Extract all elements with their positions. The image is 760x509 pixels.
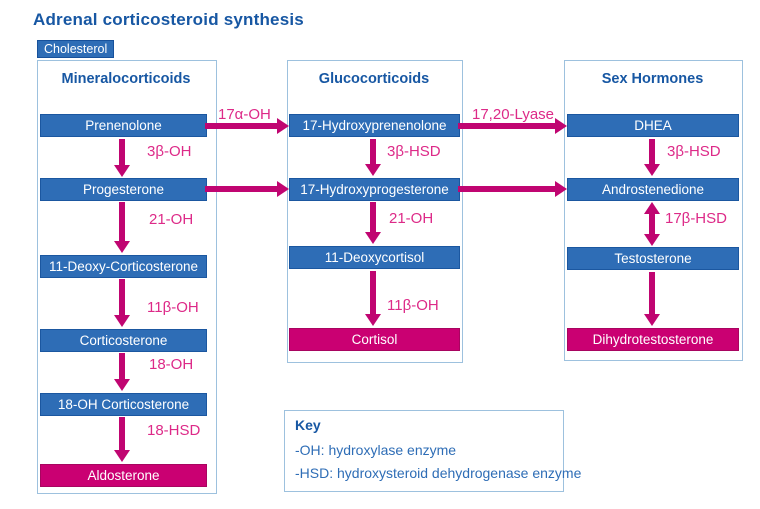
- arrow-down-icon: [119, 202, 125, 241]
- page-title: Adrenal corticosteroid synthesis: [33, 10, 304, 29]
- arrow-right-icon: [205, 186, 277, 192]
- arrow-down-icon: [119, 279, 125, 315]
- arrowhead-up-icon: [644, 202, 660, 214]
- enzyme-label-17-20-lyase: 17,20-Lyase: [472, 106, 555, 123]
- arrowhead-right-icon: [555, 118, 567, 134]
- box-aldosterone: Aldosterone: [40, 464, 207, 487]
- box-corticosterone: Corticosterone: [40, 329, 207, 352]
- heading-mineralocorticoids: Mineralocorticoids: [61, 71, 191, 87]
- enzyme-label-21-oh: 21-OH: [389, 210, 434, 227]
- enzyme-label-17a-oh: 17α-OH: [218, 106, 271, 123]
- box-17-hydroxyprogesterone: 17-Hydroxyprogesterone: [289, 178, 460, 201]
- box-testosterone: Testosterone: [567, 247, 739, 270]
- enzyme-label-18-hsd: 18-HSD: [147, 422, 201, 439]
- arrow-right-icon: [458, 186, 555, 192]
- arrowhead-down-icon: [114, 315, 130, 327]
- heading-sex-hormones: Sex Hormones: [601, 71, 704, 87]
- key-panel: [284, 410, 564, 492]
- arrow-updown-icon: [649, 213, 655, 234]
- key-title: Key: [295, 417, 321, 433]
- arrowhead-right-icon: [277, 181, 289, 197]
- arrow-down-icon: [119, 139, 125, 165]
- box-dhea: DHEA: [567, 114, 739, 137]
- enzyme-label-3b-hsd: 3β-HSD: [387, 143, 441, 160]
- arrowhead-right-icon: [277, 118, 289, 134]
- enzyme-label-3b-hsd: 3β-HSD: [667, 143, 721, 160]
- cholesterol-tag: Cholesterol: [37, 40, 115, 58]
- arrowhead-down-icon: [114, 450, 130, 462]
- arrow-down-icon: [649, 272, 655, 314]
- arrowhead-down-icon: [365, 314, 381, 326]
- arrowhead-down-icon: [365, 232, 381, 244]
- box-11-deoxy-corticosterone: 11-Deoxy-Corticosterone: [40, 255, 207, 278]
- enzyme-label-11b-oh: 11β-OH: [387, 297, 439, 314]
- box-androstenedione: Androstenedione: [567, 178, 739, 201]
- box-cortisol: Cortisol: [289, 328, 460, 351]
- enzyme-label-18-oh: 18-OH: [149, 356, 194, 373]
- key-line-hsd: -HSD: hydroxysteroid dehydrogenase enzym…: [295, 465, 582, 481]
- box-prenenolone: Prenenolone: [40, 114, 207, 137]
- box-dihydrotestosterone: Dihydrotestosterone: [567, 328, 739, 351]
- arrowhead-down-icon: [114, 241, 130, 253]
- enzyme-label-17b-hsd: 17β-HSD: [665, 210, 727, 227]
- enzyme-label-21-oh: 21-OH: [149, 211, 194, 228]
- key-line-oh: -OH: hydroxylase enzyme: [295, 442, 457, 458]
- arrow-down-icon: [370, 271, 376, 314]
- heading-glucocorticoids: Glucocorticoids: [318, 71, 430, 87]
- arrowhead-down-icon: [644, 314, 660, 326]
- arrow-down-icon: [119, 417, 125, 450]
- arrowhead-down-icon: [644, 164, 660, 176]
- arrow-down-icon: [370, 139, 376, 164]
- box-11-deoxycortisol: 11-Deoxycortisol: [289, 246, 460, 269]
- arrowhead-right-icon: [555, 181, 567, 197]
- enzyme-label-3b-oh: 3β-OH: [147, 143, 192, 160]
- box-18-oh-corticosterone: 18-OH Corticosterone: [40, 393, 207, 416]
- arrowhead-down-icon: [644, 234, 660, 246]
- arrowhead-down-icon: [365, 164, 381, 176]
- arrowhead-down-icon: [114, 165, 130, 177]
- arrow-right-icon: [458, 123, 555, 129]
- arrow-down-icon: [649, 139, 655, 164]
- enzyme-label-11b-oh: 11β-OH: [147, 299, 199, 316]
- box-17-hydroxyprenenolone: 17-Hydroxyprenenolone: [289, 114, 460, 137]
- arrowhead-down-icon: [114, 379, 130, 391]
- arrow-right-icon: [205, 123, 277, 129]
- arrow-down-icon: [370, 202, 376, 232]
- box-progesterone: Progesterone: [40, 178, 207, 201]
- arrow-down-icon: [119, 353, 125, 379]
